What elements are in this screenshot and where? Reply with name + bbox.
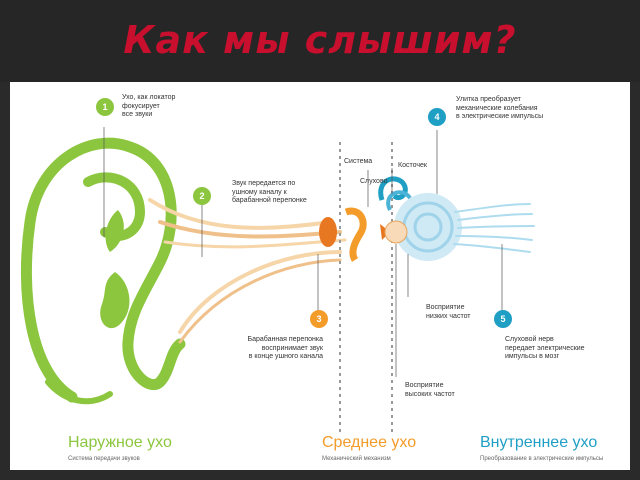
ear-illustration xyxy=(20,127,535,432)
diagram-canvas: 1 Ухо, как локатор фокусирует все звуки … xyxy=(10,82,630,470)
step-2-text: Звук передается по ушному каналу к бараб… xyxy=(232,180,307,204)
section-middle-ear-sub: Механический механизм xyxy=(322,456,391,462)
step-5-badge: 5 xyxy=(494,310,512,328)
label-low-frequency: Восприятие низких частот xyxy=(426,304,471,320)
step-2-badge: 2 xyxy=(193,187,211,205)
label-system: Система xyxy=(344,158,373,165)
slide-title: Как мы слышим? xyxy=(123,18,517,62)
label-auditory: Слухово xyxy=(360,178,388,185)
step-1-text: Ухо, как локатор фокусирует все звуки xyxy=(122,94,176,118)
section-inner-ear-sub: Преобразование в электрические импульсы xyxy=(480,456,604,462)
step-1-badge: 1 xyxy=(96,98,114,116)
step-5-text: Слуховой нерв передает электрические имп… xyxy=(505,336,585,360)
step-3-text: Барабанная перепонка воспринимает звук в… xyxy=(247,336,323,360)
label-high-frequency: Восприятие высоких частот xyxy=(405,382,455,398)
section-outer-ear-sub: Система передачи звуков xyxy=(68,456,140,462)
pinna-illustration xyxy=(20,137,186,405)
lobe-shape xyxy=(105,210,124,252)
label-bones: Косточек xyxy=(398,162,427,169)
section-inner-ear: Внутреннее ухо xyxy=(480,434,598,451)
auditory-nerve-lines xyxy=(453,203,535,253)
eardrum-shape xyxy=(319,217,337,247)
concha-shape xyxy=(100,272,130,329)
section-outer-ear: Наружное ухо xyxy=(68,434,172,451)
title-bar xyxy=(0,0,640,82)
cochlea-illustration xyxy=(378,176,462,261)
sound-wave-lines xyxy=(148,198,347,344)
ossicles-shape xyxy=(344,207,367,262)
step-3-badge: 3 xyxy=(310,310,328,328)
step-4-badge: 4 xyxy=(428,108,446,126)
step-4-text: Улитка преобразует механические колебани… xyxy=(456,96,544,120)
section-middle-ear: Среднее ухо xyxy=(322,434,417,451)
